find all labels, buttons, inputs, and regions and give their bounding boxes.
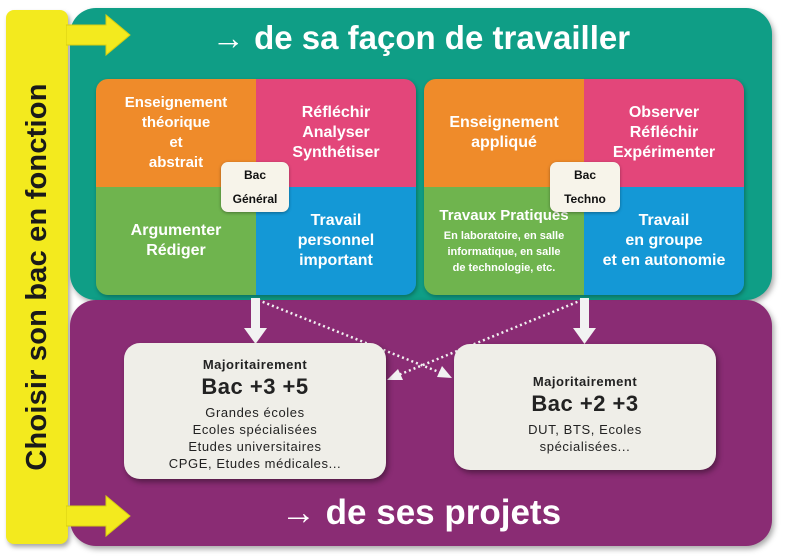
outcome-heading: Majoritairement — [202, 357, 308, 372]
theory-quadrant: Enseignement théorique et abstrait — [96, 79, 256, 187]
outcome-line: Grandes écoles — [205, 405, 305, 420]
badge-line: Techno — [564, 192, 606, 206]
outcome-level: Bac +2 +3 — [531, 391, 639, 416]
quadrant-line: Analyser — [302, 124, 370, 141]
quadrant-line: abstrait — [148, 154, 204, 171]
quadrant-line: Enseignement — [449, 114, 559, 131]
quadrant-line: personnel — [297, 232, 375, 249]
quadrant-detail: En laboratoire, en salle — [443, 230, 565, 242]
quadrant-line: Rédiger — [146, 242, 206, 259]
quadrant-title: Travaux Pratiques — [439, 207, 569, 224]
side-band — [6, 10, 68, 544]
argue-quadrant: Argumenter Rédiger — [96, 187, 256, 295]
bac-techno-badge: Bac Techno — [550, 162, 620, 212]
quadrant-line: Travail — [310, 212, 362, 229]
quadrant-line: appliqué — [471, 134, 537, 151]
bac-general-badge: Bac Général — [221, 162, 289, 212]
outcome-line: DUT, BTS, Ecoles — [528, 422, 642, 437]
quadrant-line: Expérimenter — [612, 144, 716, 161]
side-label: Choisir son bac en fonction — [21, 83, 53, 471]
badge-line: Bac — [243, 168, 266, 182]
quadrant-detail: informatique, en salle — [447, 246, 561, 258]
quadrant-line: et — [169, 134, 183, 151]
group-work-quadrant: Travail en groupe et en autonomie — [584, 187, 744, 295]
quadrant-detail: de technologie, etc. — [452, 262, 556, 274]
bac-general-grid: Enseignement théorique et abstrait Réflé… — [96, 79, 416, 295]
badge-line: Bac — [573, 168, 596, 182]
bac-techno-grid: Enseignement appliqué Observer Réfléchir… — [424, 79, 744, 295]
quadrant-line: théorique — [141, 114, 211, 131]
quadrant-line: Réfléchir — [301, 104, 371, 121]
yellow-arrow-icon — [66, 13, 131, 57]
projects-title: → de ses projets — [280, 493, 562, 532]
badge-line: Général — [232, 192, 278, 206]
quadrant-line: important — [299, 252, 373, 269]
outcome-heading: Majoritairement — [532, 374, 638, 389]
quadrant-line: Réfléchir — [629, 124, 699, 141]
quadrant-line: Travail — [638, 212, 690, 229]
quadrant-line: Observer — [628, 104, 700, 121]
quadrant-line: Argumenter — [130, 222, 222, 239]
quadrant-line: et en autonomie — [602, 252, 726, 269]
outcome-box-long-studies: Majoritairement Bac +3 +5 Grandes écoles… — [124, 343, 386, 479]
outcome-box-short-studies: Majoritairement Bac +2 +3 DUT, BTS, Ecol… — [454, 344, 716, 470]
outcome-level: Bac +3 +5 — [201, 374, 309, 399]
outcome-line: Ecoles spécialisées — [192, 422, 318, 437]
outcome-line: CPGE, Etudes médicales... — [168, 456, 342, 471]
work-style-title: → de sa façon de travailler — [211, 19, 631, 56]
quadrant-line: en groupe — [625, 232, 703, 249]
quadrant-line: Enseignement — [124, 94, 228, 111]
quadrant-line: Synthétiser — [292, 144, 380, 161]
practical-work-quadrant: Travaux Pratiques En laboratoire, en sal… — [424, 187, 584, 295]
yellow-arrow-icon — [66, 494, 131, 538]
outcome-line: Etudes universitaires — [188, 439, 322, 454]
outcome-line: spécialisées... — [539, 439, 631, 454]
